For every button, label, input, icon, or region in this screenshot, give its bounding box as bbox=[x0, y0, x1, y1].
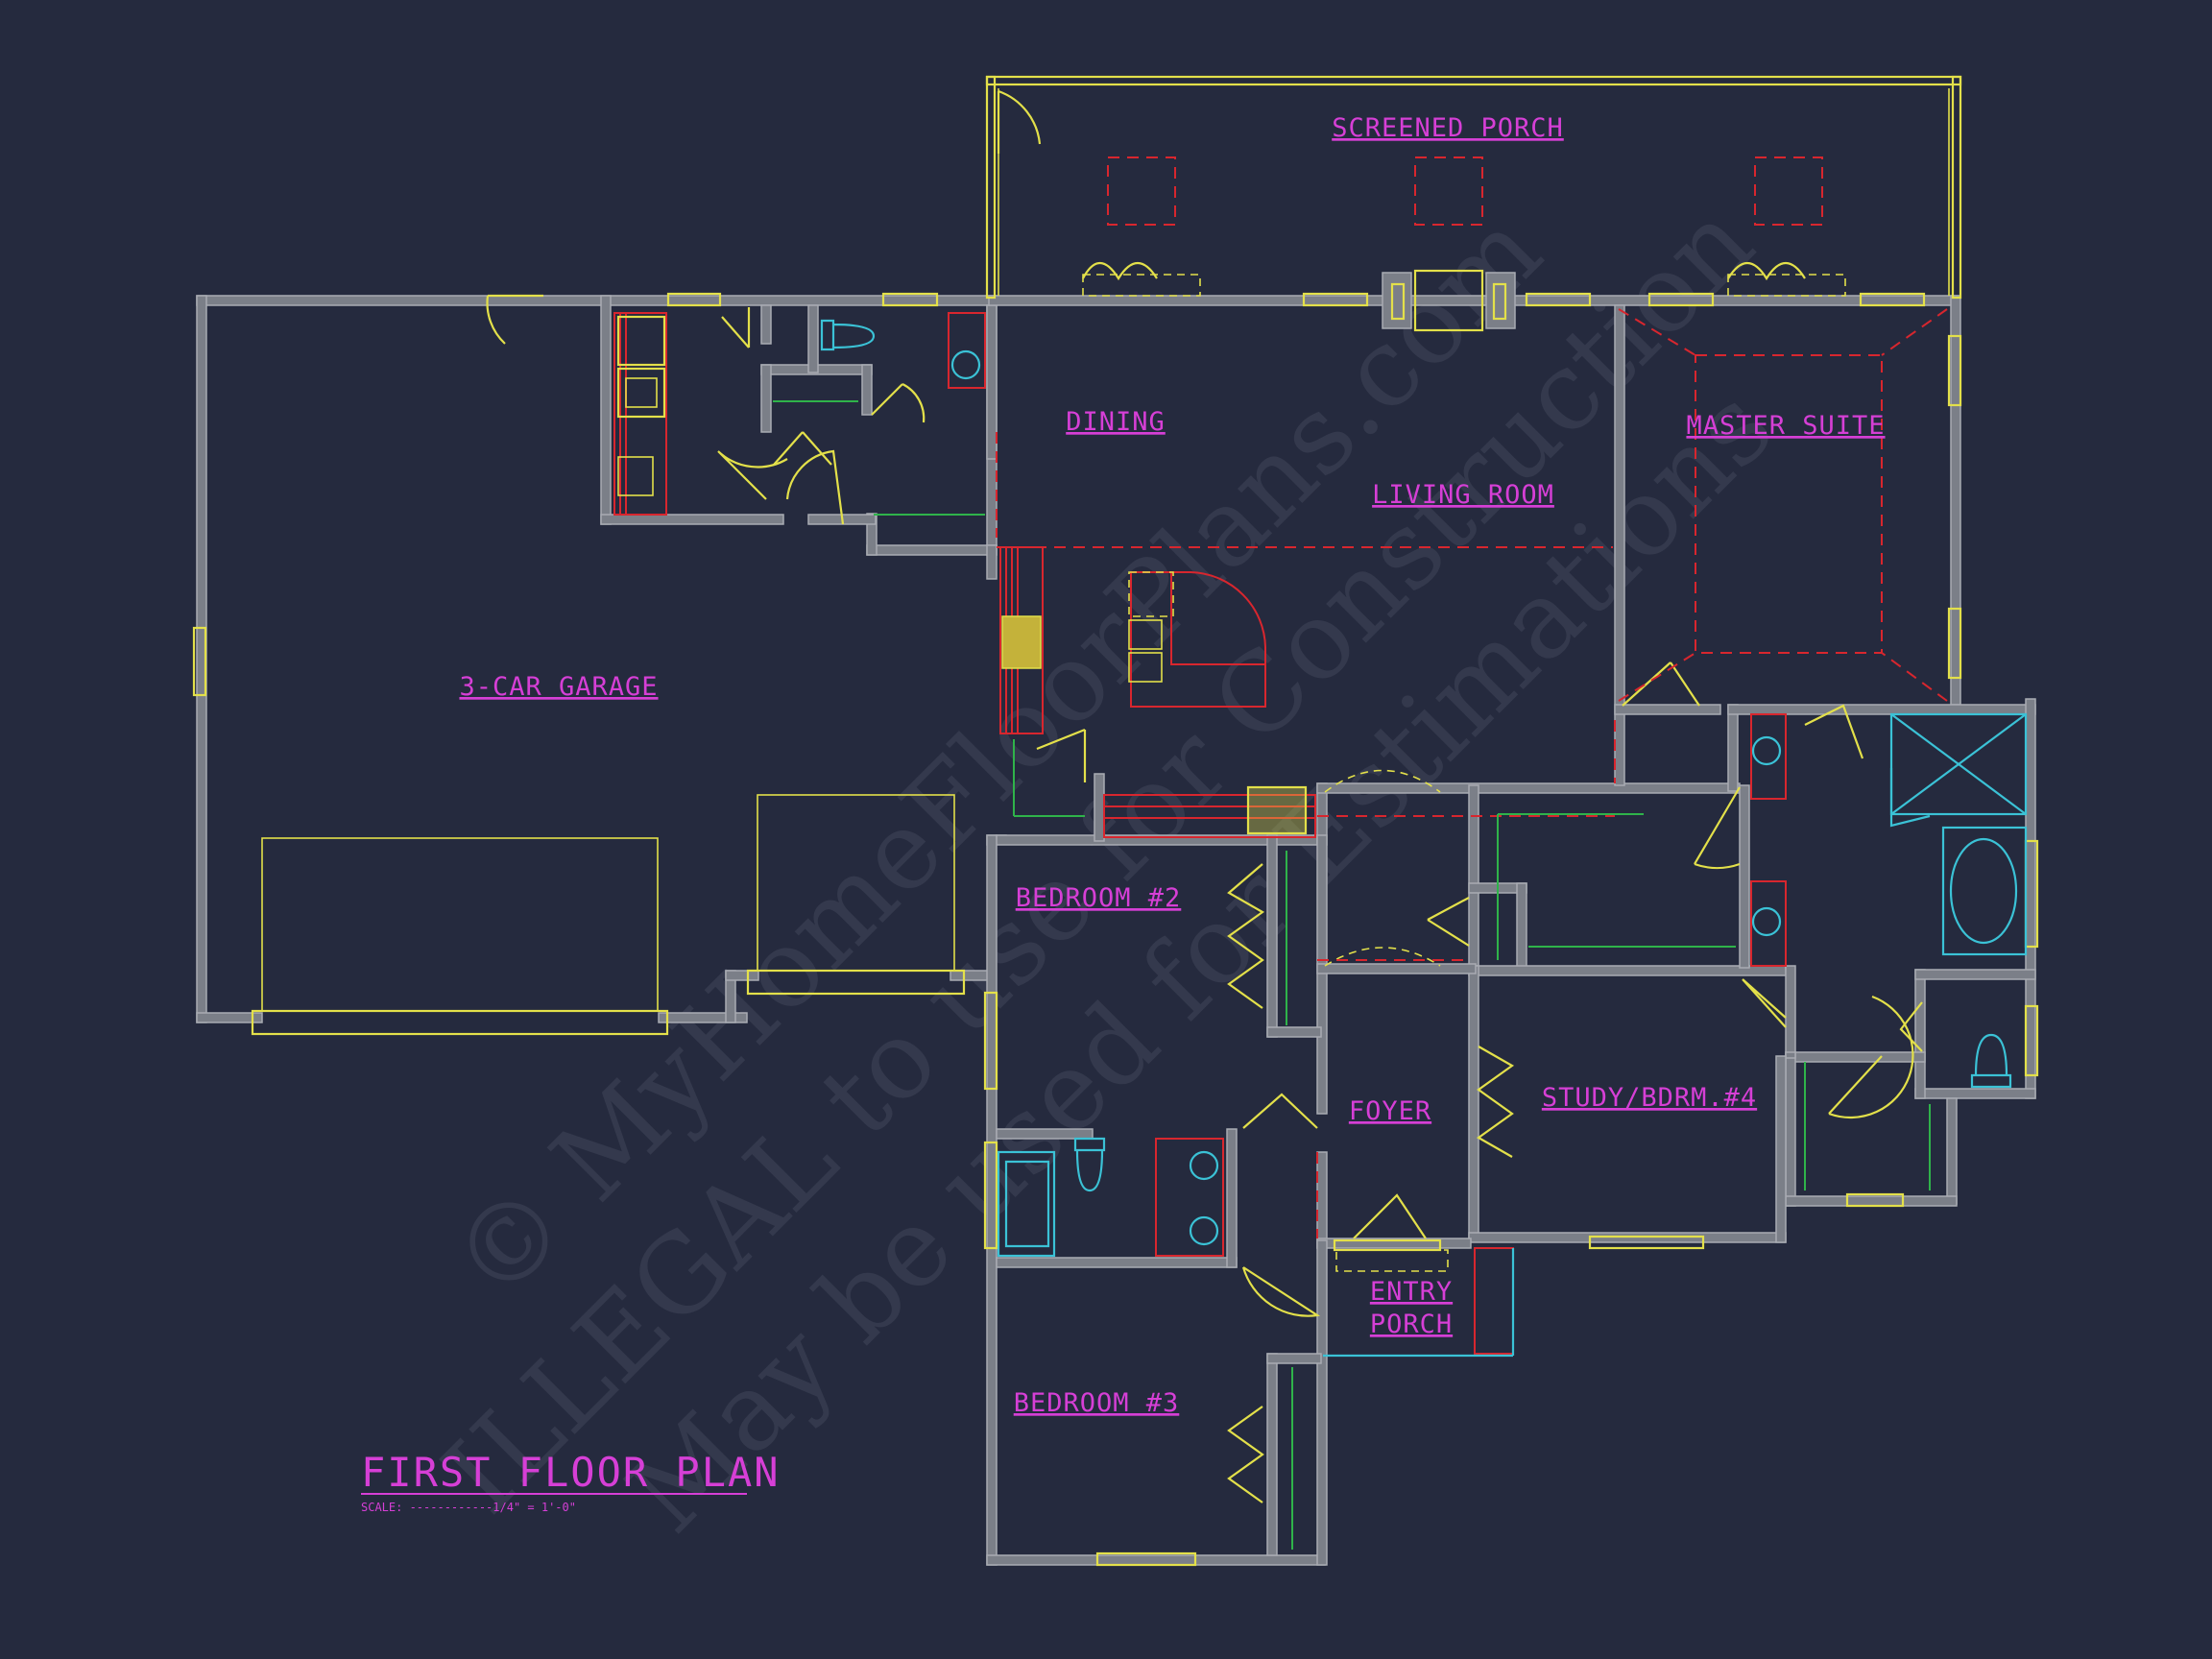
label-entry-porch-line1: ENTRY bbox=[1370, 1277, 1453, 1307]
label-master-suite: MASTER SUITE bbox=[1686, 411, 1885, 441]
label-study: STUDY/BDRM.#4 bbox=[1542, 1083, 1757, 1113]
plan-title: FIRST FLOOR PLAN bbox=[361, 1449, 781, 1496]
label-entry-porch-line2: PORCH bbox=[1370, 1310, 1453, 1339]
fixtures bbox=[616, 315, 2028, 1258]
walls bbox=[196, 272, 2036, 1566]
windows-and-doors bbox=[192, 75, 2039, 1567]
plan-scale: SCALE: ------------1/4" = 1'-0" bbox=[361, 1501, 576, 1514]
plan-title-block: FIRST FLOOR PLAN SCALE: ------------1/4"… bbox=[361, 1449, 781, 1514]
label-living-room: LIVING ROOM bbox=[1372, 480, 1554, 510]
label-bedroom-3: BEDROOM #3 bbox=[1014, 1388, 1180, 1418]
cabinets bbox=[613, 156, 1948, 1357]
label-screened-porch: SCREENED PORCH bbox=[1332, 113, 1564, 143]
label-foyer: FOYER bbox=[1349, 1096, 1431, 1126]
label-dining: DINING bbox=[1066, 407, 1166, 437]
label-garage: 3-CAR GARAGE bbox=[459, 672, 658, 702]
closet-shelving bbox=[773, 400, 1931, 1550]
room-labels: SCREENED PORCH DINING LIVING ROOM MASTER… bbox=[459, 113, 1885, 1418]
label-bedroom-2: BEDROOM #2 bbox=[1016, 883, 1182, 913]
